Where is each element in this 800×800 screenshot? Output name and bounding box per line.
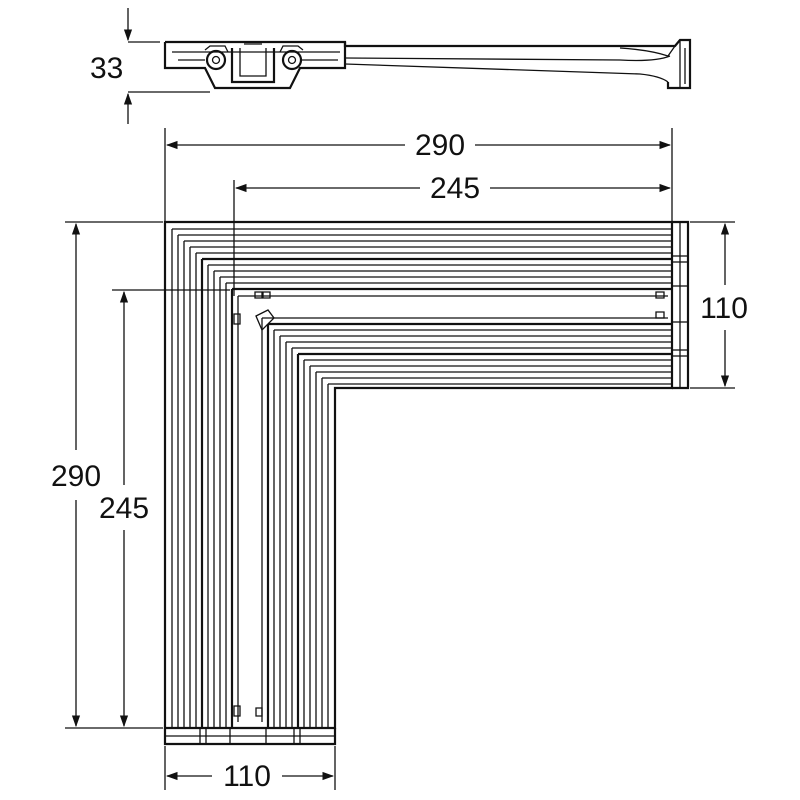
dimension-inner-width: 245 xyxy=(430,172,480,205)
dimension-inner-height: 245 xyxy=(99,492,149,525)
dimension-outer-width: 290 xyxy=(415,129,465,162)
side-view xyxy=(123,8,692,124)
dimension-outer-height: 290 xyxy=(51,460,101,493)
plan-view xyxy=(163,220,690,746)
dimension-lines xyxy=(65,128,735,790)
dimension-arm-width-right: 110 xyxy=(700,292,748,325)
dimension-arm-width-bottom: 110 xyxy=(223,760,271,793)
dimension-side-height: 33 xyxy=(90,52,123,85)
